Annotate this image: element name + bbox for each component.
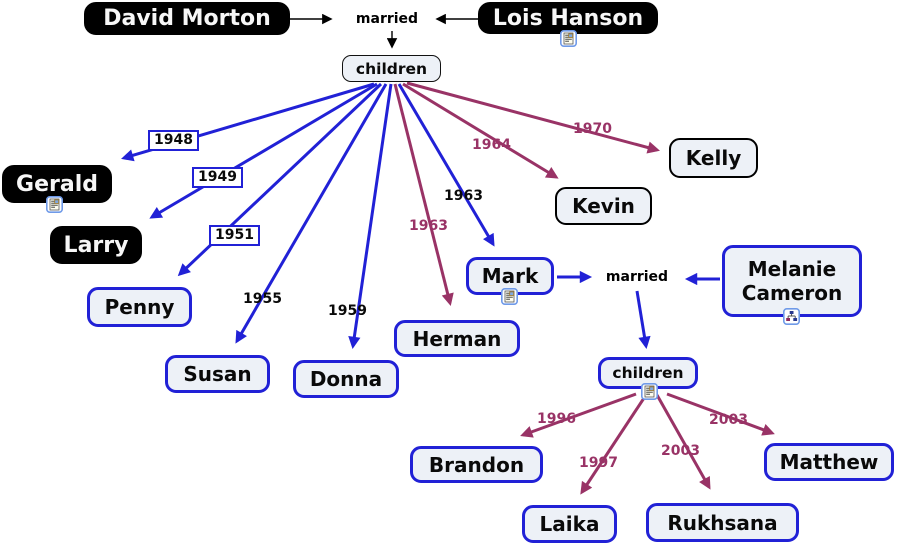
edge-year-mark: 1963 (444, 188, 483, 204)
edge-year-laika: 1997 (579, 455, 618, 471)
edge-year-penny: 1951 (209, 225, 260, 246)
node-brandon[interactable]: Brandon (410, 446, 543, 483)
edge-year-brandon: 1996 (537, 411, 576, 427)
edge-year-donna: 1959 (328, 303, 367, 319)
edge-year-gerald: 1948 (148, 130, 199, 151)
node-herman[interactable]: Herman (394, 320, 520, 357)
node-melanie-cameron[interactable]: Melanie Cameron (722, 245, 862, 317)
edge-year-kelly: 1970 (573, 121, 612, 137)
node-children-top[interactable]: children (342, 55, 441, 82)
edge-year-susan: 1955 (243, 291, 282, 307)
node-penny[interactable]: Penny (87, 287, 192, 327)
node-matthew[interactable]: Matthew (764, 443, 894, 481)
edge-year-rukhsana: 2003 (661, 443, 700, 459)
note-icon[interactable] (560, 30, 577, 47)
node-kevin[interactable]: Kevin (555, 187, 652, 225)
note-icon[interactable] (641, 383, 658, 400)
marriage-label-mark: married (605, 269, 669, 285)
node-david-morton[interactable]: David Morton (84, 2, 290, 35)
edge-year-larry: 1949 (192, 167, 243, 188)
note-icon[interactable] (46, 196, 63, 213)
node-donna[interactable]: Donna (293, 360, 399, 398)
edge-year-herman: 1963 (409, 218, 448, 234)
marriage-label-top: married (355, 11, 419, 27)
edge-year-kevin: 1964 (472, 137, 511, 153)
node-larry[interactable]: Larry (50, 226, 142, 264)
note-icon[interactable] (501, 288, 518, 305)
node-laika[interactable]: Laika (522, 505, 617, 543)
edge-year-matthew: 2003 (709, 412, 748, 428)
descendants-tree-icon[interactable] (783, 308, 800, 325)
node-susan[interactable]: Susan (165, 355, 270, 393)
node-kelly[interactable]: Kelly (669, 138, 758, 178)
node-rukhsana[interactable]: Rukhsana (646, 503, 799, 542)
